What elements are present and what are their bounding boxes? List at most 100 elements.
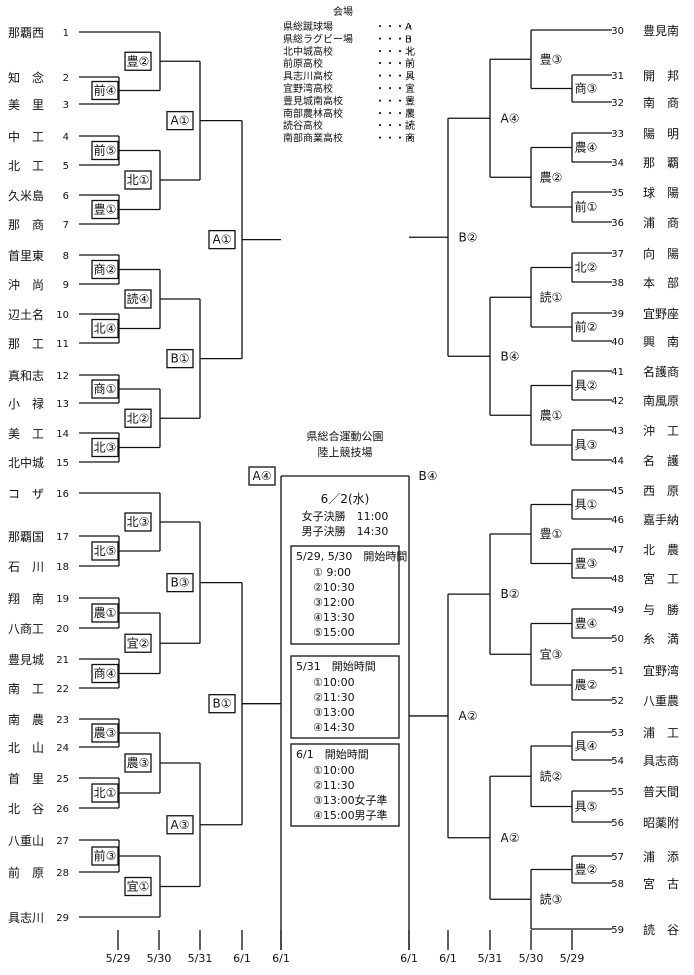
team-name: 沖 工 (643, 424, 679, 438)
team-name: 首里東 (8, 249, 44, 263)
round3-label-bg (166, 572, 194, 593)
venue-legend-title: 会場 (333, 5, 353, 18)
team-name: 北 農 (643, 543, 679, 557)
seed-number: 2 (63, 73, 69, 84)
team-name: 首 里 (8, 772, 44, 786)
seed-number: 28 (56, 868, 69, 879)
round2-label: 宜① (127, 879, 150, 894)
round-date: 6/1 (439, 952, 457, 965)
round1-label: 前② (575, 319, 598, 334)
team-name: 読 谷 (643, 922, 679, 937)
schedule-time: ①10:00 (313, 764, 355, 777)
round1-label: 前⑤ (94, 143, 117, 158)
round1-label: 前③ (94, 848, 117, 863)
round4-label-bg (455, 228, 481, 247)
seed-number: 25 (56, 774, 69, 785)
round1-label-bg (91, 541, 119, 561)
round1-label: 具① (575, 498, 598, 512)
round1-label-bg (573, 138, 599, 157)
team-name: 興 南 (643, 334, 679, 349)
seed-number: 46 (611, 515, 624, 526)
venue-code: 北 (405, 46, 415, 58)
venue-dots: ・・・・ (375, 22, 415, 33)
seed-number: 9 (63, 280, 69, 291)
seed-number: 14 (56, 429, 69, 440)
team-name: 美 工 (8, 427, 44, 441)
seed-number: 5 (63, 161, 69, 172)
seed-number: 18 (56, 562, 69, 573)
round-date: 5/29 (560, 952, 585, 965)
round2-label: 読② (540, 768, 563, 783)
round3-label: B② (501, 587, 520, 601)
seed-number: 4 (63, 132, 69, 143)
round1-label: 豊① (94, 203, 117, 217)
venue-code: 前 (405, 57, 415, 70)
seed-number: 57 (611, 852, 624, 863)
round3-label-bg (497, 347, 523, 366)
round3-label-bg (166, 348, 194, 369)
team-name: 北 山 (8, 741, 44, 755)
round4-label-bg (208, 694, 236, 714)
seed-number: 17 (56, 532, 69, 543)
round1-label-bg (573, 79, 599, 98)
venue-name: 県総蹴球場 (283, 20, 333, 33)
seed-number: 30 (611, 26, 624, 37)
round3-label: A④ (501, 111, 520, 125)
round1-label-bg (573, 495, 599, 514)
round2-label: 宜② (127, 635, 150, 650)
seed-number: 56 (611, 818, 624, 829)
round4-label-bg (208, 229, 236, 250)
team-name: 普天間 (643, 785, 679, 799)
team-name: 宮 工 (643, 571, 679, 586)
round1-label-bg (91, 259, 119, 280)
venue-legend: 会場 県総蹴球場・・・・A県総ラグビー場・・・・B北中城高校・・・・北前原高校・… (283, 5, 415, 145)
seed-number: 54 (611, 756, 624, 767)
round1-label: 前① (575, 199, 598, 214)
round1-label-bg (91, 199, 119, 220)
round1-label-bg (573, 676, 599, 694)
team-name: 豊見城 (8, 653, 44, 667)
final-section: 県総合運動公園 陸上競技場 6／2(水) 女子決勝 11:00 男子決勝 14:… (280, 429, 410, 950)
seed-number: 52 (611, 696, 624, 707)
venue-dots: ・・・・ (375, 134, 415, 145)
venue-name: 北中城高校 (283, 45, 333, 58)
round-date: 5/31 (188, 952, 213, 965)
round-date: 5/30 (147, 952, 172, 965)
round1-label: 商① (94, 381, 117, 396)
round1-label-bg (91, 318, 119, 339)
seed-number: 49 (611, 605, 624, 616)
round1-label: 農④ (575, 141, 598, 155)
venue-dots: ・・・・ (375, 34, 415, 45)
team-name: 沖 尚 (8, 278, 44, 292)
venue-name: 宜野湾高校 (283, 82, 333, 95)
round2-label: 北① (127, 173, 150, 187)
seed-number: 37 (611, 249, 624, 260)
venue-dots: ・・・・ (375, 121, 415, 132)
round1-label-bg (573, 737, 599, 755)
round2-label: 宜③ (540, 646, 563, 661)
round-date: 6/1 (400, 952, 418, 965)
round2-label-bg (124, 170, 152, 190)
round1-label-bg (573, 614, 599, 633)
team-name: 南風原 (643, 393, 679, 408)
round1-label: 商③ (575, 81, 598, 96)
round3-label-bg (497, 109, 523, 128)
team-name: 北中城 (8, 455, 44, 470)
round1-label: 商② (94, 262, 117, 277)
schedule-box (290, 743, 400, 827)
venue-code: 農 (405, 107, 415, 120)
round1-label-bg (573, 436, 599, 454)
round3-label: B③ (171, 576, 190, 590)
team-name: 宜野湾 (643, 663, 679, 678)
team-name: 八重山 (8, 834, 44, 848)
team-name: 宜野座 (643, 306, 679, 321)
round2-label: 農③ (127, 756, 150, 770)
team-name: 久米島 (8, 188, 44, 203)
round-date: 5/31 (478, 952, 503, 965)
team-name: 本 部 (643, 275, 679, 290)
seed-number: 32 (611, 98, 624, 109)
round1-label-bg (91, 723, 119, 743)
round2-label: 農① (540, 408, 563, 422)
team-name: コ ザ (8, 487, 44, 501)
final-date: 6／2(水) (321, 492, 370, 506)
